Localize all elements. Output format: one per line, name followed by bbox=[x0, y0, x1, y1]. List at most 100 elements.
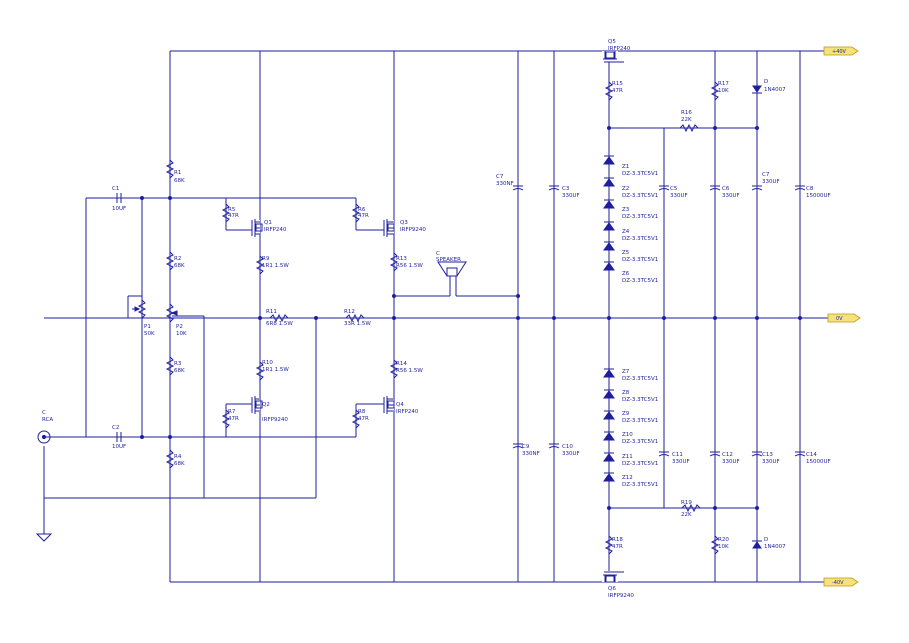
r6-ref: R6 bbox=[358, 207, 366, 213]
r15-ref: R15 bbox=[612, 81, 623, 87]
r3-val: 68K bbox=[174, 368, 185, 374]
z2-val: DZ-3.3TC5V1 bbox=[622, 193, 658, 199]
capacitors: C1 10UF C2 10UF C7 330NF C3 330UF C5 330… bbox=[112, 172, 831, 465]
c6-ref: C6 bbox=[722, 186, 730, 192]
power-ports: +40V 0V -40V bbox=[823, 46, 861, 587]
q2-val: IRFP9240 bbox=[262, 417, 288, 423]
r1-ref: R1 bbox=[174, 170, 181, 176]
z6-ref: Z6 bbox=[622, 271, 630, 277]
r17-val: 10K bbox=[718, 88, 729, 94]
d1-val: 1N4007 bbox=[764, 87, 786, 93]
speaker-ref: C bbox=[436, 251, 440, 257]
c2-val: 10UF bbox=[112, 444, 126, 450]
c1-ref: C1 bbox=[112, 186, 119, 192]
q6-val: IRFP9240 bbox=[608, 593, 634, 599]
z8-val: DZ-3.3TC5V1 bbox=[622, 397, 658, 403]
z9-ref: Z9 bbox=[622, 411, 630, 417]
zener-diodes: Z1 DZ-3.3TC5V1 Z2 DZ-3.3TC5V1 Z3 DZ-3.3T… bbox=[603, 155, 658, 488]
c8-ref: C8 bbox=[806, 186, 814, 192]
q1-val: IRFP240 bbox=[264, 227, 287, 233]
c5-val: 330UF bbox=[670, 193, 688, 199]
c14-ref: C14 bbox=[806, 452, 817, 458]
speaker-val: SPEAKER bbox=[436, 257, 461, 263]
r14-ref: R14 bbox=[396, 361, 407, 367]
r4-val: 68K bbox=[174, 461, 185, 467]
d2-val: 1N4007 bbox=[764, 544, 786, 550]
c10-val: 330UF bbox=[562, 451, 580, 457]
r1-val: 68K bbox=[174, 178, 185, 184]
mosfets: Q1 IRFP240 Q3 IRFP9240 Q2 IRFP9240 Q4 IR… bbox=[251, 39, 634, 599]
resistors: R1 68K R2 68K R3 68K R4 68K R5 47R R6 47… bbox=[165, 81, 729, 555]
r13-ref: R13 bbox=[396, 256, 407, 262]
r4-ref: R4 bbox=[174, 454, 182, 460]
c6-val: 330UF bbox=[722, 193, 740, 199]
p2-val: 10K bbox=[176, 331, 187, 337]
c12-val: 330UF bbox=[722, 459, 740, 465]
r7-val: 47R bbox=[228, 416, 239, 422]
z11-val: DZ-3.3TC5V1 bbox=[622, 461, 658, 467]
port-label-top: +40V bbox=[832, 49, 847, 55]
z10-val: DZ-3.3TC5V1 bbox=[622, 439, 658, 445]
z6-val: DZ-3.3TC5V1 bbox=[622, 278, 658, 284]
port-label-bot: -40V bbox=[832, 580, 844, 586]
r8-ref: R8 bbox=[358, 409, 366, 415]
z4-ref: Z4 bbox=[622, 229, 630, 235]
r2-ref: R2 bbox=[174, 256, 181, 262]
r3-ref: R3 bbox=[174, 361, 182, 367]
c8-val: 15000UF bbox=[806, 193, 831, 199]
r11-ref: R11 bbox=[266, 309, 277, 315]
r18-val: 47R bbox=[612, 544, 623, 550]
z7-ref: Z7 bbox=[622, 369, 630, 375]
rca-jack: C RCA bbox=[37, 410, 53, 444]
r5-val: 47R bbox=[228, 213, 239, 219]
wires bbox=[43, 50, 828, 583]
cb-val: 330NF bbox=[522, 451, 540, 457]
junction-dots bbox=[140, 126, 802, 510]
q2-ref: Q2 bbox=[262, 402, 270, 408]
c3-ref: C3 bbox=[562, 186, 570, 192]
q4-val: IRFP240 bbox=[396, 409, 419, 415]
r14-val: R56 1.5W bbox=[396, 368, 423, 374]
z5-val: DZ-3.3TC5V1 bbox=[622, 257, 658, 263]
c2-ref: C2 bbox=[112, 425, 119, 431]
r6-val: 47R bbox=[358, 213, 369, 219]
r9-val: 1R1 1.5W bbox=[262, 263, 289, 269]
rectifier-diodes: D 1N4007 D 1N4007 bbox=[752, 79, 786, 550]
z5-ref: Z5 bbox=[622, 250, 630, 256]
rca-val: RCA bbox=[42, 417, 53, 423]
q5-ref: Q5 bbox=[608, 39, 616, 45]
z2-ref: Z2 bbox=[622, 186, 629, 192]
c14-val: 15000UF bbox=[806, 459, 831, 465]
p1-ref: P1 bbox=[144, 324, 151, 330]
c7-val: 330UF bbox=[762, 179, 780, 185]
c1-val: 10UF bbox=[112, 206, 126, 212]
z11-ref: Z11 bbox=[622, 454, 633, 460]
cb-ref: C9 bbox=[522, 444, 530, 450]
r12-ref: R12 bbox=[344, 309, 355, 315]
rca-ref: C bbox=[42, 410, 46, 416]
z7-val: DZ-3.3TC5V1 bbox=[622, 376, 658, 382]
r13-val: R56 1.5W bbox=[396, 263, 423, 269]
z10-ref: Z10 bbox=[622, 432, 633, 438]
z3-val: DZ-3.3TC5V1 bbox=[622, 214, 658, 220]
d2-ref: D bbox=[764, 537, 768, 543]
r2-val: 68K bbox=[174, 263, 185, 269]
r5-ref: R5 bbox=[228, 207, 236, 213]
r8-val: 47R bbox=[358, 416, 369, 422]
r16-val: 22K bbox=[681, 117, 692, 123]
q3-val: IRFP9240 bbox=[400, 227, 426, 233]
z12-ref: Z12 bbox=[622, 475, 633, 481]
z4-val: DZ-3.3TC5V1 bbox=[622, 236, 658, 242]
r19-ref: R19 bbox=[681, 500, 692, 506]
r7-ref: R7 bbox=[228, 409, 236, 415]
z9-val: DZ-3.3TC5V1 bbox=[622, 418, 658, 424]
q4-ref: Q4 bbox=[396, 402, 404, 408]
c11-ref: C11 bbox=[672, 452, 683, 458]
q1-ref: Q1 bbox=[264, 220, 272, 226]
c12-ref: C12 bbox=[722, 452, 733, 458]
r10-val: 1R1 1.5W bbox=[262, 367, 289, 373]
z1-ref: Z1 bbox=[622, 164, 629, 170]
port-label-mid: 0V bbox=[836, 316, 843, 322]
r15-val: 47R bbox=[612, 88, 623, 94]
